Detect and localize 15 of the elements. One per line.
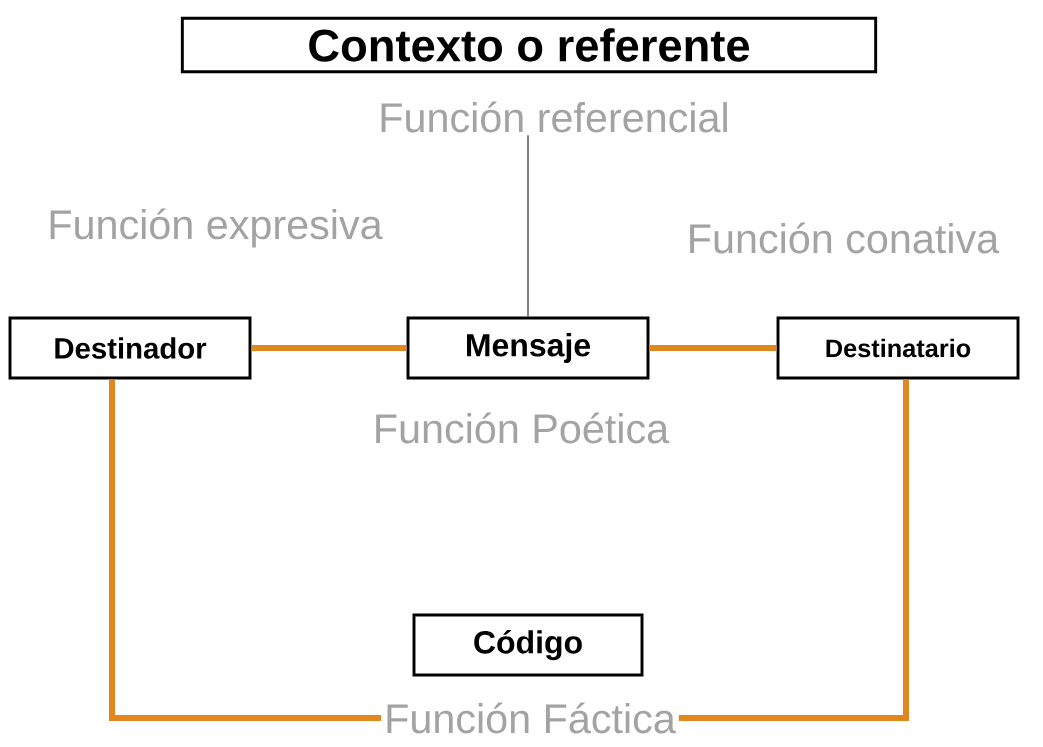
box: Destinatario	[776, 316, 1020, 380]
box: Mensaje	[406, 316, 650, 380]
box: Código	[412, 613, 644, 677]
connector-line	[251, 345, 407, 351]
function-label: Función conativa	[690, 222, 1000, 254]
connector-line	[527, 134, 529, 318]
connector-line	[109, 379, 382, 721]
label-text: Función Fáctica	[381, 699, 679, 737]
label-text: Función referencial	[375, 98, 733, 136]
connector-line	[649, 345, 777, 351]
function-label: Función Poética	[376, 412, 670, 444]
box: Destinador	[8, 316, 252, 380]
title-box: Contexto o referente	[180, 16, 878, 74]
connector-line	[678, 379, 909, 721]
function-label: Función expresiva	[50, 208, 383, 248]
